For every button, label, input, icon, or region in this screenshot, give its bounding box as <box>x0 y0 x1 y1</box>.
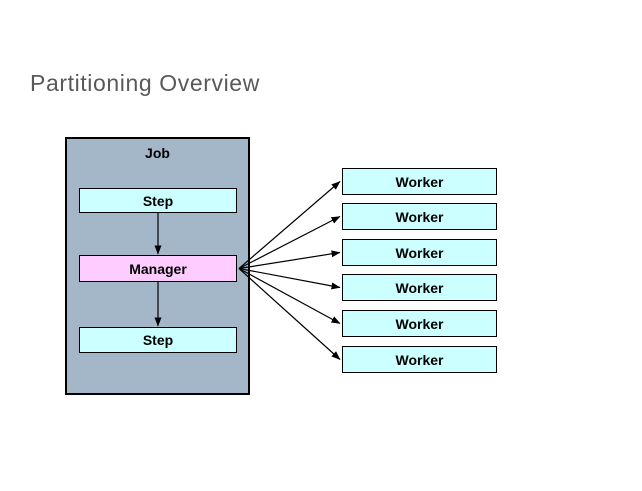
worker-box: Worker <box>342 310 497 337</box>
worker-box: Worker <box>342 346 497 373</box>
connector-arrow <box>238 250 341 270</box>
worker-label: Worker <box>395 279 444 296</box>
manager-label: Manager <box>129 260 187 277</box>
worker-label: Worker <box>395 351 444 368</box>
slide-title: Partitioning Overview <box>30 70 260 96</box>
connector-arrow <box>238 215 341 270</box>
worker-label: Worker <box>395 173 444 190</box>
connector-arrow <box>238 267 341 290</box>
connector-arrow <box>238 268 341 360</box>
step-top-label: Step <box>142 192 174 209</box>
worker-label: Worker <box>395 208 444 225</box>
worker-box: Worker <box>342 239 497 266</box>
worker-label: Worker <box>395 244 444 261</box>
connector-arrow <box>238 181 341 269</box>
worker-box: Worker <box>342 274 497 301</box>
worker-label: Worker <box>395 315 444 332</box>
step-box-top: Step <box>79 188 237 213</box>
step-box-bottom: Step <box>79 327 237 353</box>
connector-arrow <box>238 267 341 325</box>
manager-box: Manager <box>79 255 237 282</box>
step-bottom-label: Step <box>142 332 174 348</box>
worker-box: Worker <box>342 168 497 195</box>
worker-box: Worker <box>342 203 497 230</box>
job-label: Job <box>145 145 170 161</box>
